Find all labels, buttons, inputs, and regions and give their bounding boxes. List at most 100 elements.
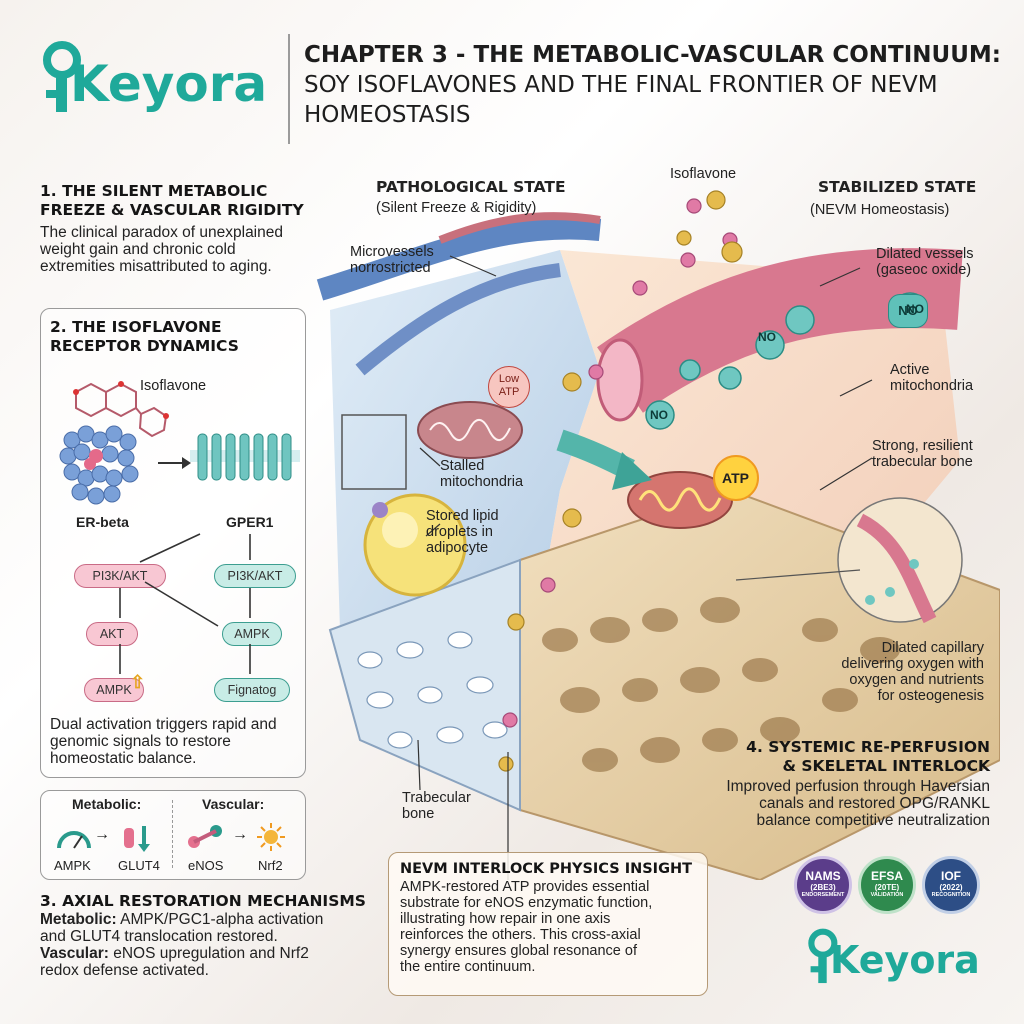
stabilized-state-title: STABILIZED STATE <box>818 178 977 196</box>
dilated-vessels-line-2: (gaseoc oxide) <box>876 262 972 278</box>
stalled-line-1: Stalled <box>440 458 485 474</box>
microvessels-line-1: Microvessels <box>350 244 434 260</box>
arrow-right-icon-2: → <box>232 826 248 843</box>
nams-name: NAMS <box>805 869 841 883</box>
low-atp-line-1: Low <box>498 373 520 385</box>
metabolic-text: AMPK/PGC1-alpha activation <box>116 911 324 928</box>
insight-line-1: AMPK-restored ATP provides essential <box>400 879 650 895</box>
glut4-icon <box>124 826 150 852</box>
section-2-heading-1: 2. THE ISOFLAVONE <box>50 318 222 336</box>
dilated-vessels-label: Dilated vessels (gaseoc oxide) <box>876 246 974 278</box>
page-title: CHAPTER 3 - THE METABOLIC-VASCULAR CONTI… <box>304 40 1014 130</box>
glut4-axial-label: GLUT4 <box>118 858 160 873</box>
pathway-arrows <box>119 533 251 674</box>
enos-axial-label: eNOS <box>188 858 224 873</box>
lipid-line-3: adipocyte <box>426 540 489 556</box>
left-pi3k-akt-pill: PI3K/AKT <box>74 564 166 588</box>
arrowhead <box>182 457 191 469</box>
gauge-icon <box>57 831 91 849</box>
section-1-body-1: The clinical paradox of unexplained <box>40 224 283 241</box>
stalled-mitochondria-label: Stalled mitochondria <box>440 458 523 490</box>
trabecular-line-2: bone <box>402 806 435 822</box>
title-line-3: HOMEOSTASIS <box>304 102 471 128</box>
section-3-vascular-2: redox defense activated. <box>40 962 209 979</box>
microvessels-line-2: norrostricted <box>350 260 431 276</box>
up-arrow-icon: ⇧ <box>130 672 146 692</box>
pathological-state-title: PATHOLOGICAL STATE <box>376 178 566 196</box>
active-mitochondria-label: Active mitochondria <box>890 362 973 394</box>
brand-logo-top: Keyora <box>40 38 270 118</box>
section-4-heading-1: 4. SYSTEMIC RE-PERFUSION <box>746 738 990 756</box>
lipid-line-1: Stored lipid <box>426 508 499 524</box>
summary-line-2: genomic signals to restore <box>50 733 231 750</box>
section-3-heading: 3. AXIAL RESTORATION MECHANISMS <box>40 892 366 910</box>
active-mito-line-1: Active <box>890 362 930 378</box>
section-4-body-2: canals and restored OPG/RANKL <box>759 795 990 812</box>
strong-bone-label: Strong, resilient trabecular bone <box>872 438 973 470</box>
tissue-cross-section-illustration <box>316 190 1000 880</box>
nams-badge: NAMS (2BE3) ENDORSEMENT <box>794 856 852 914</box>
nams-sub: ENDORSEMENT <box>801 892 845 898</box>
section-3-metabolic-2: and GLUT4 translocation restored. <box>40 928 278 945</box>
section-1: 1. THE SILENT METABOLIC FREEZE & VASCULA… <box>40 182 330 275</box>
trabecular-line-1: Trabecular <box>402 790 471 806</box>
header-divider <box>288 34 290 144</box>
brand-name: Keyora <box>70 55 268 113</box>
pathological-state-subtitle: (Silent Freeze & Rigidity) <box>376 200 537 216</box>
er-beta-arrow <box>158 462 184 464</box>
insight-line-4: reinforces the others. This cross-axial <box>400 927 641 943</box>
insight-content: NEVM INTERLOCK PHYSICS INSIGHT AMPK-rest… <box>400 860 700 975</box>
section-4-body-1: Improved perfusion through Haversian <box>726 778 990 795</box>
summary-line-1: Dual activation triggers rapid and <box>50 716 277 733</box>
isoflavone-molecule-icon <box>73 381 169 438</box>
metabolic-label: Metabolic: <box>72 796 142 812</box>
vascular-label: Vascular: <box>202 796 265 812</box>
efsa-badge: EFSA (20TE) VALIDATION <box>858 856 916 914</box>
microvessels-label: Microvessels norrostricted <box>350 244 434 276</box>
er-beta-label: ER-beta <box>76 514 129 530</box>
section-2-heading: 2. THE ISOFLAVONE RECEPTOR DYNAMICS <box>50 318 239 356</box>
strong-bone-line-1: Strong, resilient <box>872 438 973 454</box>
nrf2-axial-label: Nrf2 <box>258 858 283 873</box>
gper1-receptor-icon <box>190 433 300 481</box>
title-line-1: CHAPTER 3 - THE METABOLIC-VASCULAR CONTI… <box>304 42 1001 68</box>
iof-badge: IOF (2022) RECOGNITION <box>922 856 980 914</box>
insight-line-3: illustrating how repair in one axis <box>400 911 611 927</box>
vascular-bold: Vascular: <box>40 945 109 962</box>
capillary-line-2: delivering oxygen with <box>841 656 984 672</box>
enos-icon <box>188 825 222 848</box>
stalled-line-2: mitochondria <box>440 474 524 490</box>
insight-line-5: synergy ensures global resonance of <box>400 943 637 959</box>
metabolic-bold: Metabolic: <box>40 911 117 928</box>
axial-divider <box>172 800 173 868</box>
lipid-droplets-label: Stored lipid droplets in adipocyte <box>426 508 499 556</box>
ampk-axial-label: AMPK <box>54 858 91 873</box>
section-4-heading-2: & SKELETAL INTERLOCK <box>782 757 990 775</box>
section-1-body-2: weight gain and chronic cold <box>40 241 236 258</box>
iof-sub: RECOGNITION <box>931 892 971 898</box>
vascular-text: eNOS upregulation and Nrf2 <box>108 945 309 962</box>
no-label-1: NO <box>650 408 668 422</box>
nams-year: (2BE3) <box>810 883 836 892</box>
right-ampk-pill: AMPK <box>222 622 282 646</box>
insight-line-6: the entire continuum. <box>400 959 536 975</box>
brand-name-bottom: Keyora <box>830 938 980 982</box>
efsa-name: EFSA <box>870 869 903 883</box>
section-3: 3. AXIAL RESTORATION MECHANISMS Metaboli… <box>40 892 370 979</box>
isoflavone-top-label: Isoflavone <box>670 166 737 182</box>
key-icon-bottom <box>808 928 838 984</box>
insight-heading: NEVM INTERLOCK PHYSICS INSIGHT <box>400 861 693 877</box>
section-2-summary: Dual activation triggers rapid and genom… <box>50 716 300 767</box>
section-4: 4. SYSTEMIC RE-PERFUSION & SKELETAL INTE… <box>700 738 990 829</box>
no-molecule-badge: NO <box>888 294 928 328</box>
sun-burst-icon <box>257 823 285 851</box>
insight-panel <box>388 852 708 996</box>
efsa-sub: VALIDATION <box>870 892 904 898</box>
brand-logo-bottom: Keyora <box>806 924 996 994</box>
dilated-vessels-line-1: Dilated vessels <box>876 246 974 262</box>
section-3-vascular: Vascular: eNOS upregulation and Nrf2 <box>40 945 370 962</box>
insight-line-2: substrate for eNOS enzymatic function, <box>400 895 653 911</box>
capillary-line-4: for osteogenesis <box>877 688 984 704</box>
left-ampk-pill: AMPK <box>84 678 144 702</box>
section-1-body-3: extremities misattributed to aging. <box>40 258 272 275</box>
